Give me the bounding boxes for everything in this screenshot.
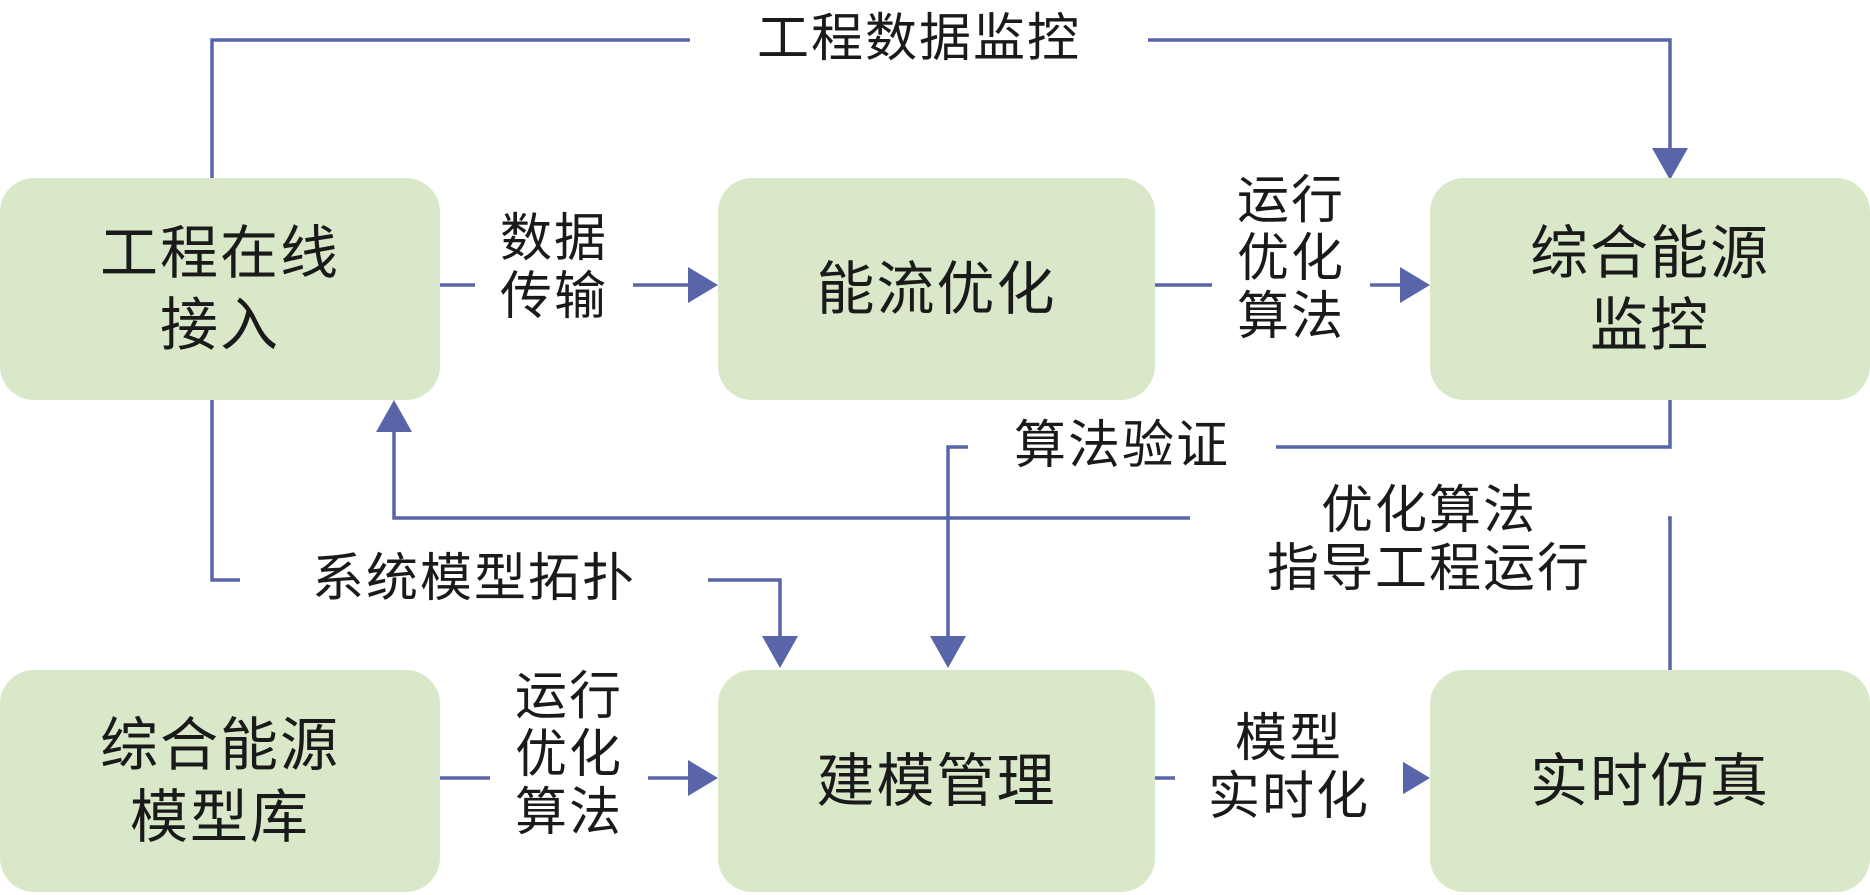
node-ies-model-library: 综合能源 模型库 bbox=[0, 670, 440, 892]
edge-algorithm-verification bbox=[946, 400, 1672, 638]
node-online-access-label: 工程在线 接入 bbox=[99, 219, 340, 359]
node-realtime-simulation: 实时仿真 bbox=[1430, 670, 1870, 892]
label-operation-opt-algo-top: 运行 优化 算法 bbox=[1212, 172, 1370, 346]
label-engineering-data-monitoring: 工程数据监控 bbox=[690, 10, 1148, 68]
arrowhead-into-realtime-sim bbox=[1400, 760, 1430, 796]
label-system-model-topology: 系统模型拓扑 bbox=[240, 550, 708, 608]
arrowhead-into-modeling-mgmt-right bbox=[930, 636, 966, 668]
label-model-realtime: 模型 实时化 bbox=[1175, 710, 1403, 826]
node-ies-monitor-label: 综合能源 监控 bbox=[1529, 219, 1770, 359]
edge-optimization-guides-operation bbox=[392, 430, 1672, 670]
label-optimization-guides-operation: 优化算法 指导工程运行 bbox=[1190, 482, 1668, 598]
node-realtime-simulation-label: 实时仿真 bbox=[1529, 747, 1770, 815]
node-energy-flow-optimization-label: 能流优化 bbox=[816, 255, 1057, 323]
label-data-transmission: 数据 传输 bbox=[475, 210, 633, 326]
node-modeling-management-label: 建模管理 bbox=[816, 747, 1057, 815]
arrowhead-into-energy-flow-opt bbox=[688, 267, 718, 303]
node-modeling-management: 建模管理 bbox=[718, 670, 1155, 892]
node-energy-flow-optimization: 能流优化 bbox=[718, 178, 1155, 400]
node-online-access: 工程在线 接入 bbox=[0, 178, 440, 400]
arrowhead-into-modeling-mgmt-left bbox=[762, 636, 798, 668]
arrowhead-into-online-access bbox=[376, 400, 412, 432]
node-ies-monitor: 综合能源 监控 bbox=[1430, 178, 1870, 400]
node-ies-model-library-label: 综合能源 模型库 bbox=[99, 711, 340, 851]
arrowhead-into-modeling-mgmt-bottom bbox=[688, 760, 718, 796]
arrowhead-into-ies-monitor-left bbox=[1400, 267, 1430, 303]
label-operation-opt-algo-bottom: 运行 优化 算法 bbox=[490, 668, 648, 842]
arrowhead-into-ies-monitor bbox=[1652, 148, 1688, 180]
label-algorithm-verification: 算法验证 bbox=[968, 417, 1276, 475]
